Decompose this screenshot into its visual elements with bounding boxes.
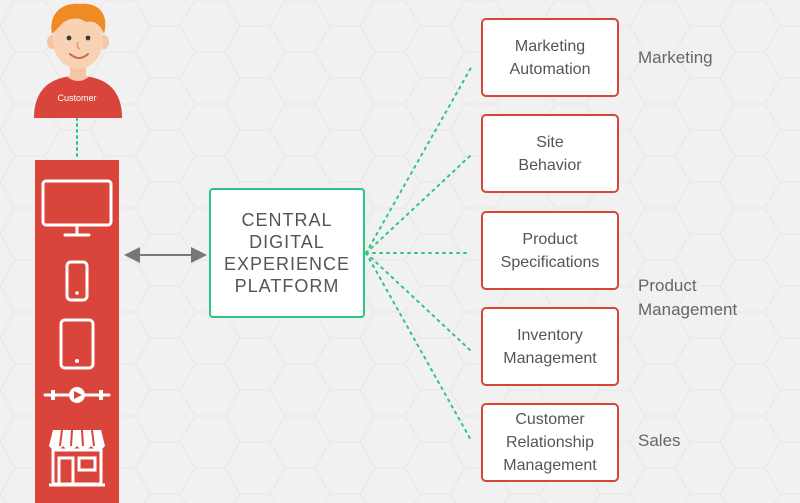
system-box-product-specifications: Product Specifications: [481, 211, 619, 290]
video-player-icon: [43, 387, 111, 403]
system-label: Inventory Management: [503, 326, 597, 367]
department-label-sales: Sales: [638, 431, 681, 450]
connector-to-site-behavior: [365, 155, 471, 254]
connector-to-inventory-management: [365, 252, 471, 351]
connector-to-crm: [365, 252, 473, 443]
storefront-icon: [49, 429, 105, 487]
system-label: Marketing Automation: [509, 37, 591, 78]
system-box-customer-relationship-management: Customer Relationship Management: [481, 403, 619, 482]
channel-devices-column: [35, 160, 119, 503]
central-platform-box: CENTRAL DIGITAL EXPERIENCE PLATFORM: [209, 188, 365, 318]
customer-label: Customer: [57, 93, 97, 103]
connector-to-marketing-automation: [365, 65, 473, 254]
department-label-marketing: Marketing: [638, 48, 713, 67]
customer-avatar: [34, 3, 122, 118]
tablet-icon: [59, 318, 95, 370]
system-label: Customer Relationship Management: [503, 411, 597, 474]
system-label: Site Behavior: [518, 133, 582, 174]
system-box-marketing-automation: Marketing Automation: [481, 18, 619, 97]
platform-fan-out-connectors: [365, 65, 473, 443]
monitor-icon: [41, 179, 113, 237]
system-box-inventory-management: Inventory Management: [481, 307, 619, 386]
system-box-site-behavior: Site Behavior: [481, 114, 619, 193]
central-platform-label: CENTRAL DIGITAL EXPERIENCE PLATFORM: [223, 210, 351, 296]
smartphone-icon: [65, 260, 89, 302]
system-label: Product Specifications: [500, 230, 600, 271]
department-label-product-management: Product Management: [638, 276, 738, 319]
